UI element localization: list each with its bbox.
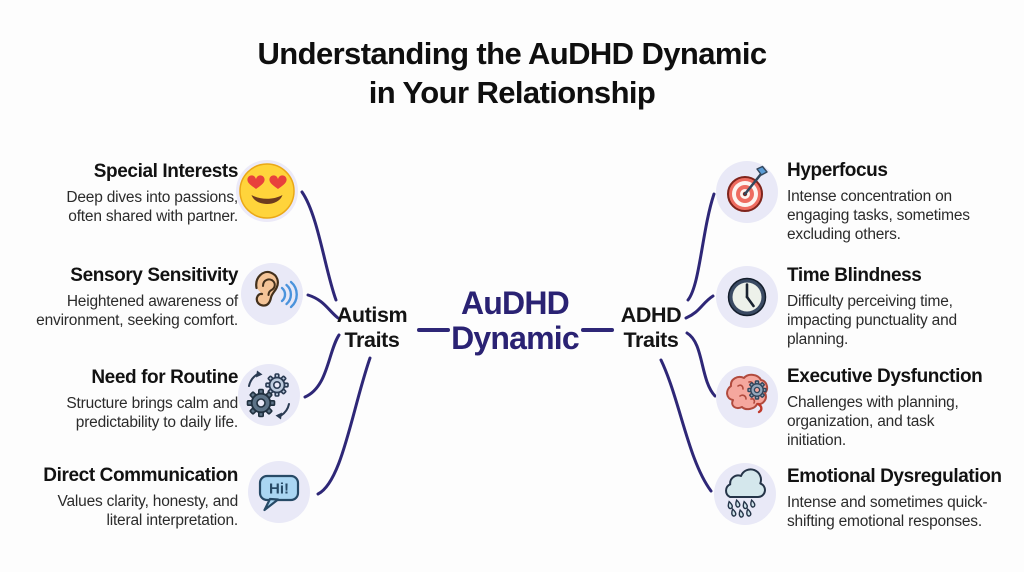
connector-right-3 [685, 331, 717, 398]
autism-traits-label-line1: Autism [336, 303, 408, 327]
connector-left-2 [306, 293, 340, 320]
center-node-line1: AuDHD [461, 285, 570, 321]
connector-left-4 [316, 356, 372, 496]
page-title: Understanding the AuDHD Dynamic in Your … [0, 34, 1024, 112]
trait-title: Executive Dysfunction [787, 366, 983, 387]
heart-eyes-emoji [236, 160, 298, 222]
page-title-line2: in Your Relationship [368, 75, 656, 111]
trait-item-sensory-sensitivity: Sensory Sensitivity Heightened awareness… [8, 265, 238, 330]
gears-cycle-icon [238, 364, 300, 426]
trait-description: Deep dives into passions, often shared w… [66, 188, 238, 226]
connector-right-1 [686, 192, 716, 302]
ear-icon [241, 263, 303, 325]
trait-description: Values clarity, honesty, and literal int… [57, 492, 239, 530]
trait-title: Time Blindness [787, 265, 922, 286]
autism-traits-label: Autism Traits [322, 303, 422, 353]
center-node-line2: Dynamic [451, 320, 580, 357]
trait-item-time-blindness: Time Blindness Difficulty perceiving tim… [787, 265, 1017, 350]
trait-item-need-for-routine: Need for Routine Structure brings calm a… [8, 367, 238, 432]
connector-left-1 [300, 190, 338, 302]
trait-item-executive-dysfunction: Executive Dysfunction Challenges with pl… [787, 366, 1017, 451]
adhd-traits-label: ADHD Traits [601, 303, 701, 353]
speech-bubble-text: Hi! [269, 481, 289, 498]
trait-item-hyperfocus: Hyperfocus Intense concentration on enga… [787, 160, 1017, 245]
trait-description: Intense concentration on engaging tasks,… [787, 187, 970, 244]
trait-title: Direct Communication [43, 465, 238, 486]
clock-icon [716, 266, 778, 328]
trait-description: Intense and sometimes quick- shifting em… [787, 493, 988, 531]
trait-item-direct-communication: Direct Communication Values clarity, hon… [8, 465, 238, 530]
trait-title: Sensory Sensitivity [70, 265, 238, 286]
autism-traits-label-line2: Traits [344, 328, 400, 353]
trait-description: Difficulty perceiving time, impacting pu… [787, 292, 957, 349]
connector-right-2 [684, 294, 715, 320]
connector-left-3 [303, 333, 341, 399]
trait-item-emotional-dysregulation: Emotional Dysregulation Intense and some… [787, 466, 1017, 531]
trait-title: Need for Routine [91, 367, 238, 388]
speech-bubble-icon: Hi! [248, 461, 310, 523]
brain-gear-icon [716, 366, 778, 428]
target-dart-icon [716, 161, 778, 223]
trait-description: Heightened awareness of environment, see… [36, 292, 238, 330]
rain-cloud-icon [714, 463, 776, 525]
center-node: AuDHD Dynamic [437, 285, 593, 357]
trait-description: Structure brings calm and predictability… [66, 394, 238, 432]
trait-description: Challenges with planning, organization, … [787, 393, 959, 450]
adhd-traits-label-line1: ADHD [620, 303, 682, 327]
trait-title: Special Interests [93, 161, 239, 182]
connector-right-4 [659, 358, 713, 493]
trait-title: Hyperfocus [787, 160, 888, 181]
adhd-traits-label-line2: Traits [623, 328, 679, 353]
trait-item-special-interests: Special Interests Deep dives into passio… [8, 161, 238, 226]
trait-title: Emotional Dysregulation [787, 466, 1002, 487]
page-title-line1: Understanding the AuDHD Dynamic [257, 36, 767, 71]
